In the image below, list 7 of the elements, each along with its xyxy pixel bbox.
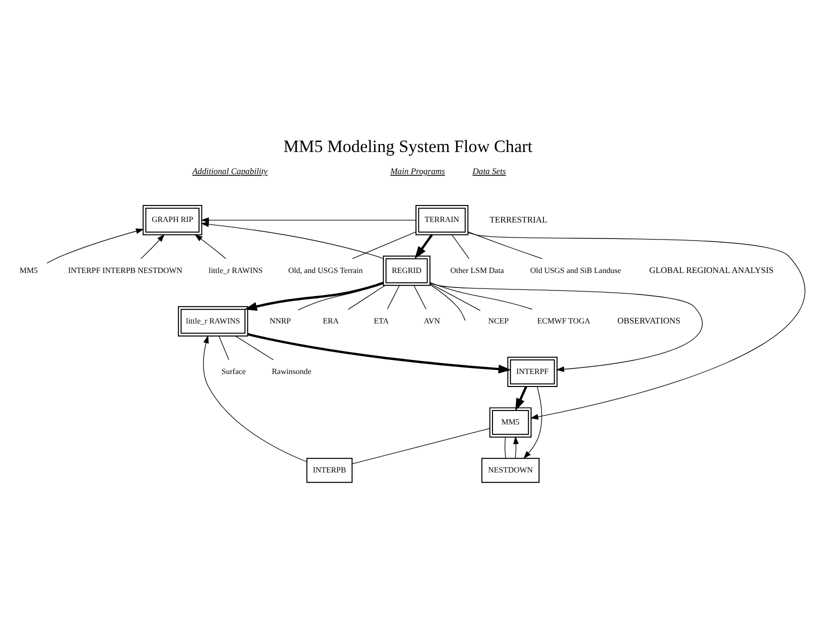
label: TERRESTRIAL: [490, 214, 548, 224]
label: OBSERVATIONS: [617, 315, 680, 326]
label: Additional Capability: [192, 165, 268, 176]
label: Data Sets: [472, 165, 506, 176]
label: GLOBAL REGIONAL ANALYSIS: [649, 264, 774, 274]
label: Main Programs: [390, 165, 446, 176]
diagram-title: MM5 Modeling System Flow Chart: [284, 136, 532, 156]
